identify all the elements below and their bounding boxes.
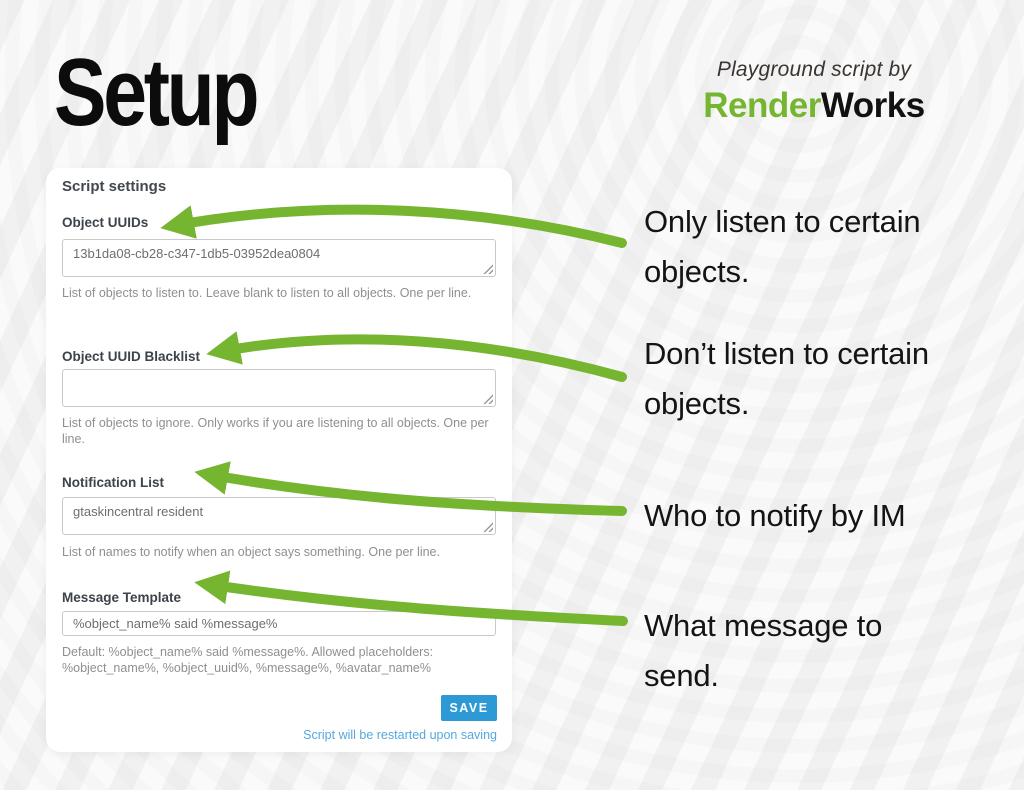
annotation-line: What message to [644,608,883,643]
help-object-uuids: List of objects to listen to. Leave blan… [62,286,472,300]
brand-block: Playground script by RenderWorks [664,58,964,126]
annotation-blacklist: Don’t listen to certain objects. [644,329,1014,429]
save-note: Script will be restarted upon saving [303,728,497,742]
save-button[interactable]: SAVE [441,695,497,721]
object-uuid-blacklist-field-wrap [62,369,496,407]
help-message-template: Default: %object_name% said %message%. A… [62,645,434,675]
annotation-line: send. [644,658,719,693]
field-label-notification-list: Notification List [62,475,164,490]
field-label-object-uuid-blacklist: Object UUID Blacklist [62,349,201,364]
object-uuid-blacklist-textarea[interactable] [62,369,496,407]
annotation-line: Who to notify by IM [644,498,906,533]
help-notification-list: List of names to notify when an object s… [62,545,440,559]
annotation-notification: Who to notify by IM [644,491,1014,541]
panel-heading: Script settings [62,178,167,195]
annotation-line: Don’t listen to certain [644,336,929,371]
brand-tagline: Playground script by [716,58,912,81]
annotation-line: objects. [644,386,750,421]
annotation-object-uuids: Only listen to certain objects. [644,197,1014,297]
annotation-line: Only listen to certain [644,204,921,239]
field-label-message-template: Message Template [62,590,182,605]
help-object-uuid-blacklist: List of objects to ignore. Only works if… [62,416,489,446]
object-uuids-textarea[interactable]: 13b1da08-cb28-c347-1db5-03952dea0804 [62,239,496,277]
notification-list-field-wrap: gtaskincentral resident [62,497,496,535]
script-settings-panel: Script settings Object UUIDs 13b1da08-cb… [46,168,512,752]
notification-list-textarea[interactable]: gtaskincentral resident [62,497,496,535]
brand-name-green: Render [703,86,821,125]
brand-name: RenderWorks [664,86,964,126]
field-label-object-uuids: Object UUIDs [62,215,149,230]
annotation-line: objects. [644,254,750,289]
brand-name-dark: Works [820,86,925,125]
message-template-input[interactable] [62,611,496,636]
object-uuids-field-wrap: 13b1da08-cb28-c347-1db5-03952dea0804 [62,239,496,277]
annotation-message: What message to send. [644,601,1014,701]
page-title: Setup [54,39,260,146]
message-template-field-wrap [62,611,496,636]
